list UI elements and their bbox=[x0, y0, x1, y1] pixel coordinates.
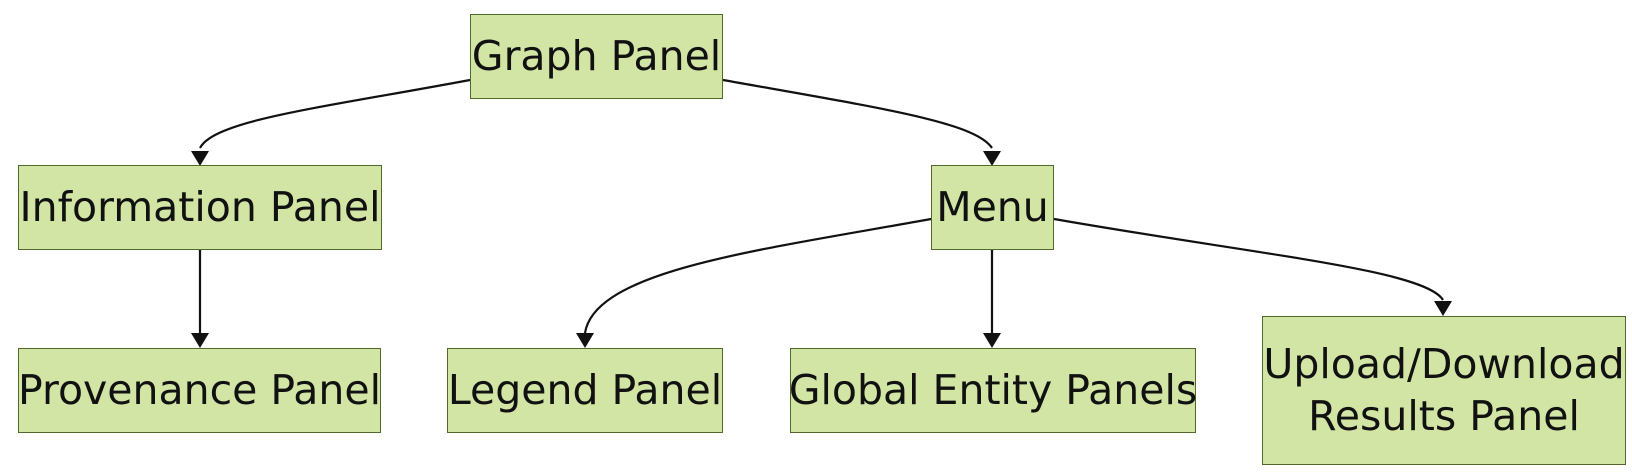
node-menu: Menu bbox=[931, 165, 1054, 250]
node-menu-label: Menu bbox=[936, 182, 1049, 231]
arrowhead-upload-download bbox=[1434, 301, 1452, 316]
arrowhead-legend bbox=[576, 333, 594, 348]
node-legend-panel-label: Legend Panel bbox=[447, 365, 723, 414]
node-information-panel: Information Panel bbox=[18, 165, 382, 250]
node-provenance-panel-label: Provenance Panel bbox=[17, 365, 382, 414]
node-global-entity-panels: Global Entity Panels bbox=[788, 348, 1198, 433]
edge-menu-to-legend bbox=[583, 217, 932, 334]
node-graph-panel: Graph Panel bbox=[470, 14, 723, 99]
node-upload-download-results-panel: Upload/Download Results Panel bbox=[1262, 316, 1626, 465]
node-provenance-panel: Provenance Panel bbox=[18, 348, 381, 433]
edge-graph-to-menu bbox=[722, 78, 993, 149]
node-legend-panel: Legend Panel bbox=[447, 348, 723, 433]
node-global-entity-panels-label: Global Entity Panels bbox=[788, 365, 1198, 414]
edge-graph-to-information bbox=[199, 78, 471, 149]
arrowhead-information bbox=[191, 151, 209, 166]
arrowhead-global-entity bbox=[983, 333, 1001, 348]
node-information-panel-label: Information Panel bbox=[19, 182, 381, 231]
arrowhead-provenance bbox=[191, 333, 209, 348]
node-upload-download-line1: Upload/Download bbox=[1263, 340, 1625, 389]
arrowhead-menu bbox=[983, 151, 1001, 166]
node-graph-panel-label: Graph Panel bbox=[471, 31, 722, 80]
node-upload-download-line2: Results Panel bbox=[1308, 391, 1580, 440]
edge-menu-to-upload-download bbox=[1053, 217, 1444, 301]
